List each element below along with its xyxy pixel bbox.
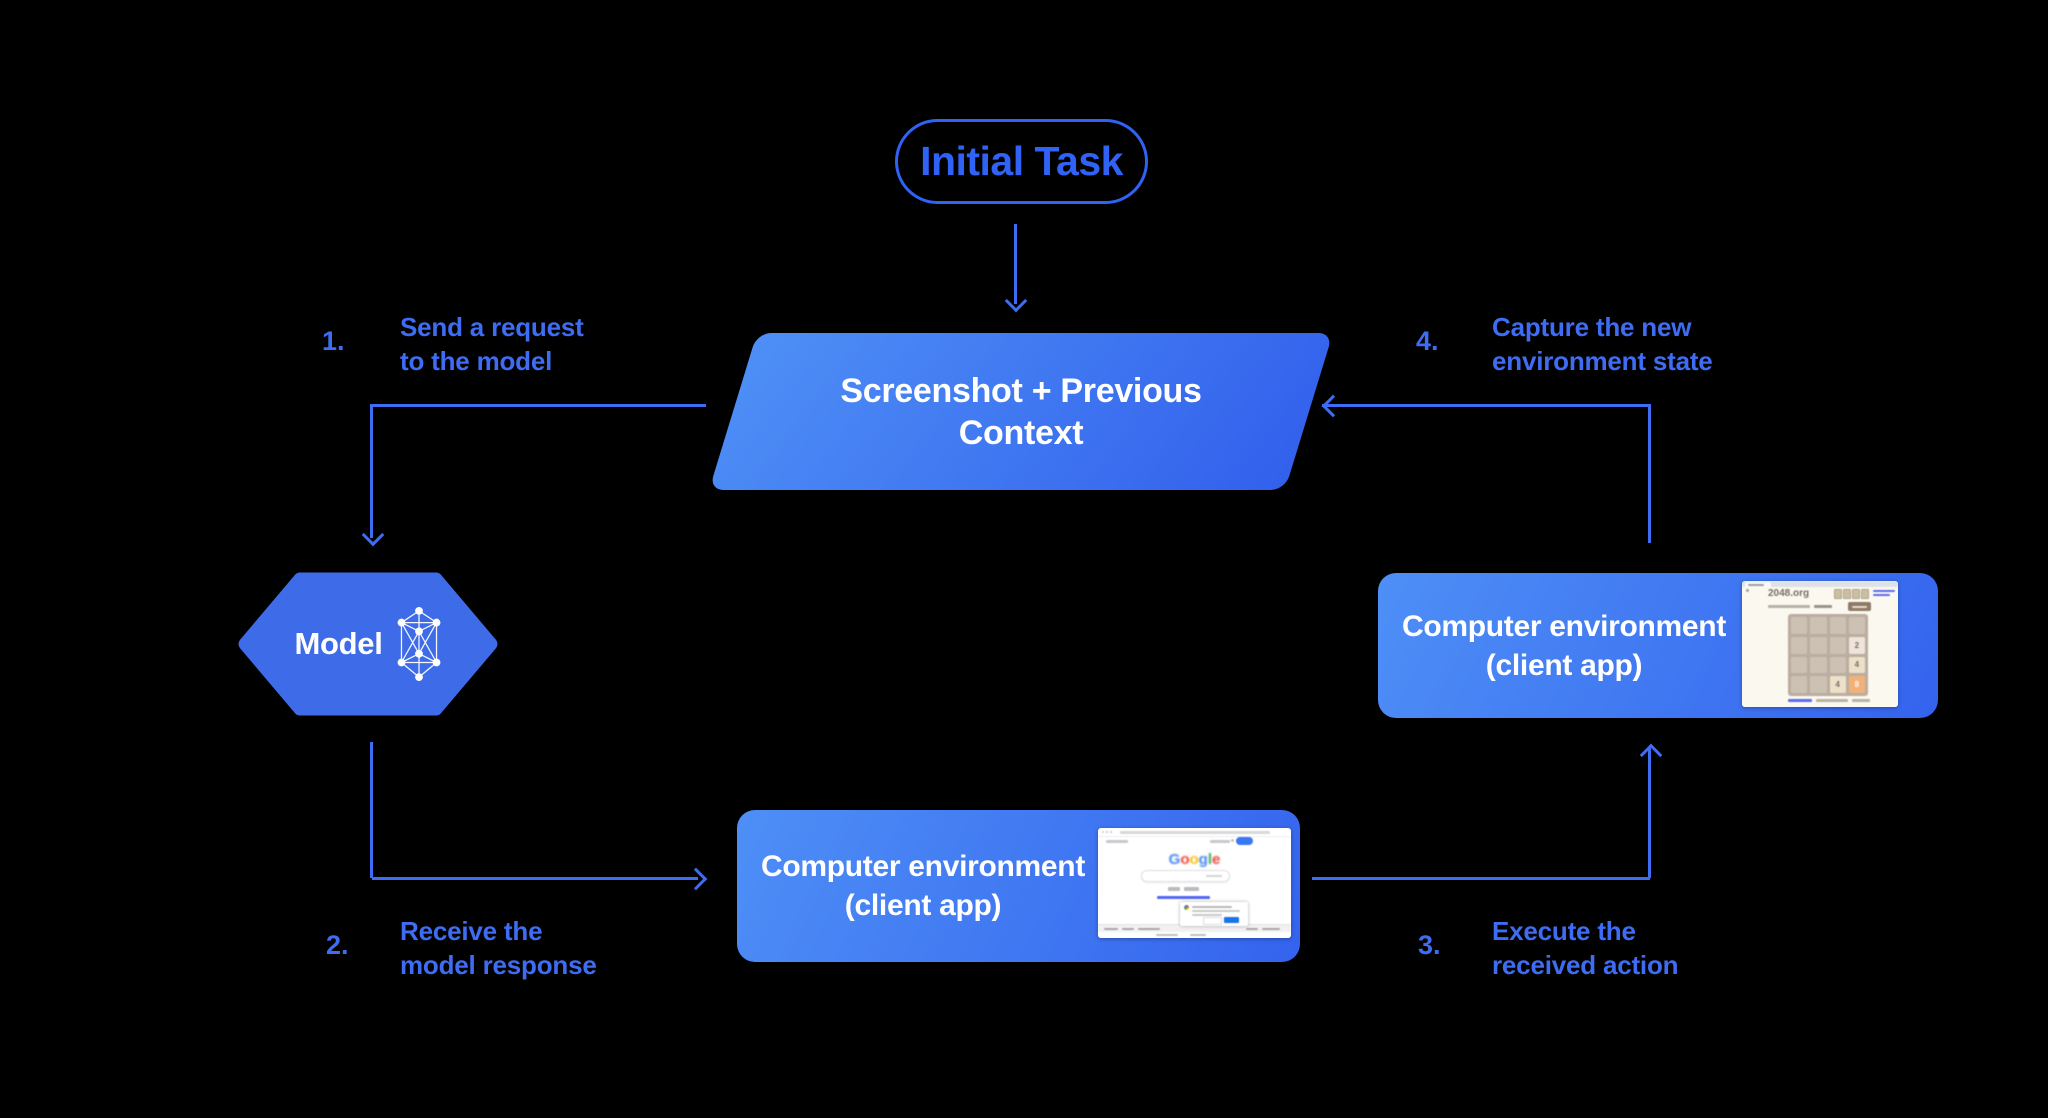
- step4-label: Capture the new environment state: [1492, 310, 1713, 378]
- sign-in-button: [1236, 837, 1253, 845]
- step2-label: Receive the model response: [400, 914, 597, 982]
- step2-line1: Receive the: [400, 916, 543, 946]
- env-bottom-line1: Computer environment: [760, 850, 1086, 883]
- apps-grid-icon: [1231, 839, 1234, 842]
- tile-2: 2: [1848, 636, 1865, 654]
- dialog-primary-button: [1224, 917, 1239, 923]
- step2-line2: model response: [400, 950, 597, 980]
- blurred-text-bottom: [1816, 699, 1848, 702]
- arrow-task-to-context-head: [1004, 289, 1028, 313]
- dialog-secondary-button: [1203, 917, 1222, 925]
- favicon: [1746, 589, 1749, 592]
- node-env-right: Computer environment (client app) 2048.o…: [1378, 573, 1938, 718]
- feeling-lucky-button: [1184, 887, 1199, 891]
- browser-tab: [1745, 582, 1771, 587]
- arrow-step1-vertical: [370, 404, 373, 538]
- game-2048-screenshot-thumbnail: 2048.org 2 4: [1742, 581, 1898, 707]
- browser-tab-bar: [1742, 581, 1898, 587]
- env-right-label: Computer environment (client app): [1378, 607, 1750, 685]
- node-env-bottom: Computer environment (client app) Google: [737, 810, 1300, 962]
- arrow-step4-vertical: [1648, 404, 1651, 543]
- tile-4b: 4: [1829, 676, 1846, 693]
- screenshot-context-line1: Screenshot + Previous: [840, 371, 1202, 410]
- arrow-step2-vertical: [370, 742, 373, 878]
- game-2048-board: 2 4 4 8: [1788, 614, 1868, 696]
- screenshot-context-label: Screenshot + Previous Context: [733, 333, 1309, 490]
- step1-number: 1.: [322, 326, 345, 356]
- step4-line2: environment state: [1492, 346, 1713, 376]
- language-links: [1157, 896, 1210, 899]
- google-screenshot-thumbnail: Google: [1098, 828, 1291, 938]
- arrow-step4-horizontal: [1322, 404, 1650, 407]
- score-box: [1852, 589, 1860, 599]
- arrow-step1-horizontal: [372, 404, 706, 407]
- model-label: Model: [294, 626, 383, 661]
- env-bottom-label: Computer environment (client app): [737, 847, 1109, 925]
- step1-line1: Send a request: [400, 312, 584, 342]
- step3-line1: Execute the: [1492, 916, 1636, 946]
- blurred-link-bottom: [1788, 699, 1812, 702]
- search-input: [1141, 870, 1230, 882]
- blurred-text-bottom2: [1852, 699, 1870, 702]
- hexagon-shape: [238, 572, 498, 716]
- step1-label: Send a request to the model: [400, 310, 584, 378]
- node-model: Model: [238, 572, 498, 716]
- browser-chrome: [1098, 828, 1291, 837]
- google-g-icon: [1184, 905, 1189, 910]
- url-bar-text: [1120, 831, 1270, 834]
- tile-8: 8: [1848, 676, 1865, 693]
- step2-number: 2.: [326, 930, 349, 960]
- score-box: [1843, 589, 1851, 599]
- blurred-subtitle2: [1814, 605, 1832, 608]
- step4-number: 4.: [1416, 326, 1439, 356]
- google-search-button: [1168, 887, 1180, 891]
- arrow-step4-head: [1321, 394, 1345, 418]
- step3-label: Execute the received action: [1492, 914, 1679, 982]
- step4-line1: Capture the new: [1492, 312, 1692, 342]
- score-box: [1861, 589, 1869, 599]
- blurred-nav-links-left: [1106, 840, 1128, 843]
- step1-line2: to the model: [400, 346, 553, 376]
- new-game-button: [1848, 602, 1871, 611]
- arrow-step2-head: [684, 867, 708, 891]
- step3-number: 3.: [1418, 930, 1441, 960]
- node-initial-task: Initial Task: [895, 119, 1148, 204]
- blurred-subtitle: [1768, 605, 1810, 608]
- blurred-link-top2: [1873, 594, 1890, 596]
- blurred-link-top: [1873, 590, 1895, 592]
- arrow-task-to-context-line: [1014, 224, 1017, 304]
- game-2048-page: 2048.org 2 4: [1742, 587, 1898, 707]
- arrow-step3-vertical: [1648, 748, 1651, 878]
- footer-links-row: [1098, 932, 1291, 938]
- arrow-step2-horizontal: [372, 877, 698, 880]
- node-screenshot-context: Screenshot + Previous Context: [709, 333, 1333, 490]
- initial-task-label: Initial Task: [920, 138, 1123, 184]
- site-title: 2048.org: [1768, 588, 1810, 599]
- arrow-step1-head: [361, 523, 385, 547]
- tile-4: 4: [1848, 656, 1865, 674]
- arrow-step3-horizontal: [1312, 877, 1650, 880]
- step3-line2: received action: [1492, 950, 1679, 980]
- cookie-consent-dialog: [1180, 902, 1248, 926]
- screenshot-context-line2: Context: [958, 413, 1084, 452]
- google-logo: Google: [1168, 851, 1221, 868]
- arrow-step3-head: [1639, 743, 1663, 767]
- env-right-line1: Computer environment: [1401, 609, 1727, 643]
- env-bottom-line2: (client app): [844, 889, 1002, 922]
- env-right-line2: (client app): [1485, 648, 1643, 682]
- neural-network-icon: [397, 607, 440, 681]
- blurred-nav-links-right: [1210, 840, 1230, 843]
- score-box: [1834, 589, 1842, 599]
